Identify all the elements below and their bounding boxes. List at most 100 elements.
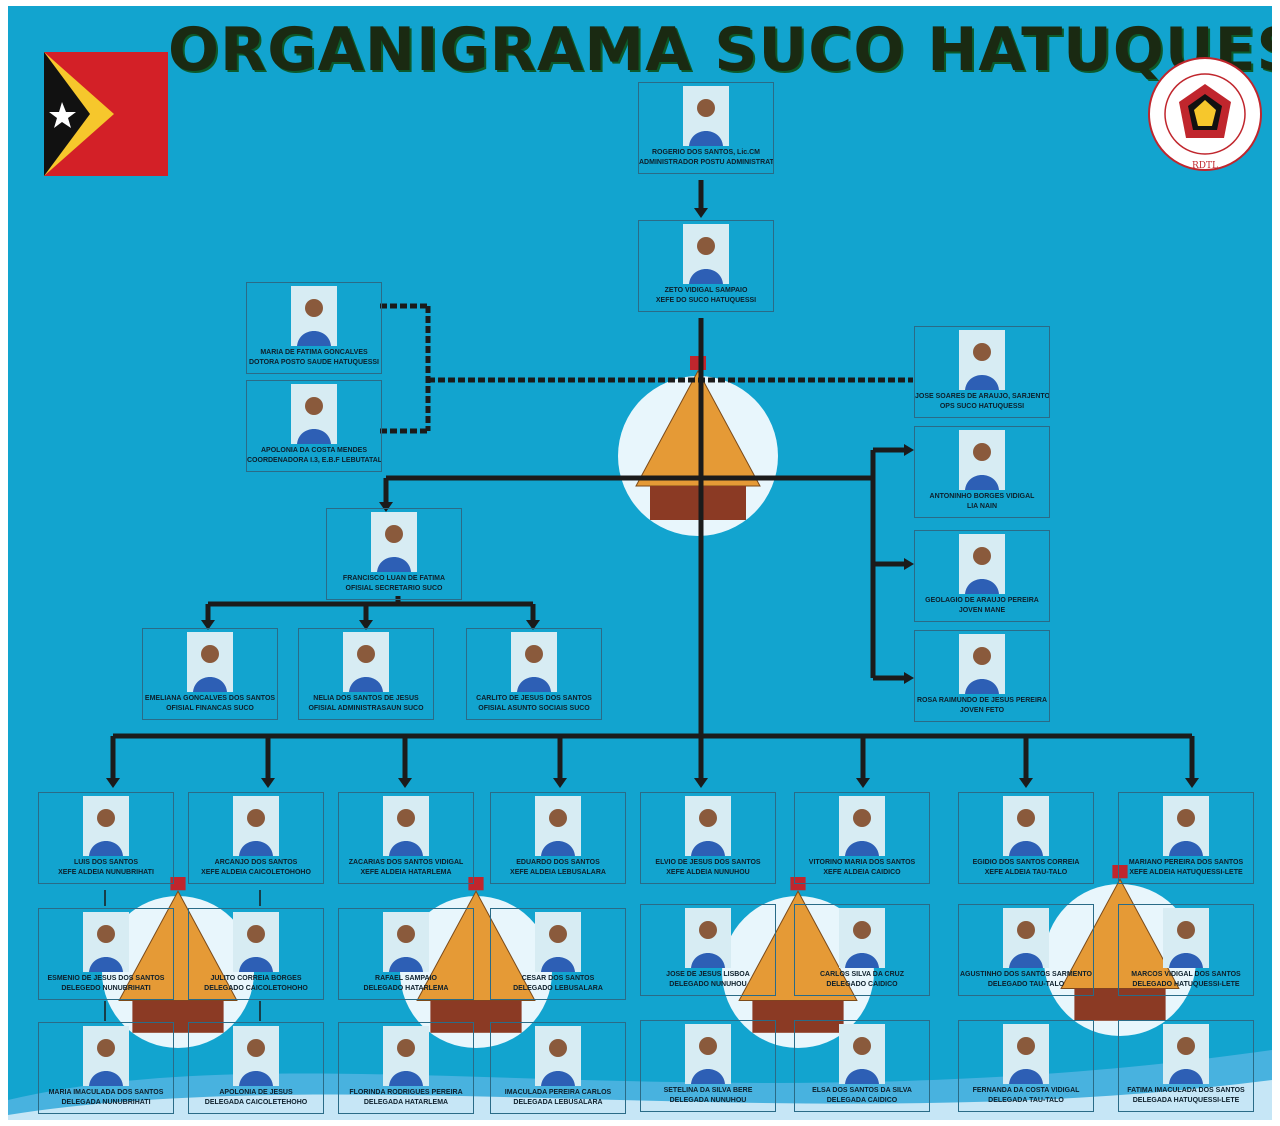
person-icon	[343, 632, 389, 692]
portrait-photo	[535, 1026, 581, 1086]
member-name: MARIA DE FATIMA GONCALVES	[260, 349, 368, 356]
person-icon	[383, 1026, 429, 1086]
person-icon	[1163, 908, 1209, 968]
portrait-photo	[839, 908, 885, 968]
person-icon	[383, 796, 429, 856]
member-role: DELEGADA TAU-TALO	[988, 1097, 1064, 1104]
member-role: DELEGADO TAU-TALO	[987, 981, 1065, 988]
member-name: MARCOS VIDIGAL DOS SANTOS	[1131, 971, 1241, 978]
member-name: FLORINDA RODRIGUES PEREIRA	[349, 1089, 463, 1096]
portrait-photo	[959, 430, 1005, 490]
person-icon	[839, 908, 885, 968]
member-name: MARIA IMACULADA DOS SANTOS	[48, 1089, 164, 1096]
person-icon	[1163, 1024, 1209, 1084]
member-name: ROSA RAIMUNDO DE JESUS PEREIRA	[916, 697, 1048, 704]
person-icon	[535, 912, 581, 972]
traditional-house-icon	[102, 877, 254, 1048]
person-icon	[683, 86, 729, 146]
portrait-photo	[959, 534, 1005, 594]
person-icon	[187, 632, 233, 692]
member-name: LUIS DOS SANTOS	[73, 859, 139, 866]
member-role: COORDENADORA I.3, E.B.F LEBUTATALELO	[247, 457, 381, 464]
member-role: DELEGADA CAIDICO	[826, 1097, 898, 1104]
person-icon	[959, 634, 1005, 694]
member-name: RAFAEL SAMPAIO	[375, 975, 437, 982]
member-role: DOTORA POSTO SAUDE HATUQUESSI	[248, 359, 380, 366]
member-name: ANTONINHO BORGES VIDIGAL	[929, 493, 1035, 500]
member-role: DELEGADA LEBUSALARA	[513, 1099, 603, 1106]
member-role: XEFE ALDEIA NUNUBRIHATI	[58, 869, 154, 876]
traditional-house-icon	[1044, 865, 1196, 1036]
person-icon	[371, 512, 417, 572]
person-icon	[291, 286, 337, 346]
portrait-photo	[511, 632, 557, 692]
portrait-photo	[959, 634, 1005, 694]
portrait-photo	[685, 796, 731, 856]
member-role: DELEGADO HATUQUESSI-LETE	[1132, 981, 1240, 988]
page-title: ORGANIGRAMA SUCO HATUQUESSI	[168, 15, 1272, 85]
person-icon	[535, 796, 581, 856]
person-icon	[1003, 1024, 1049, 1084]
portrait-photo	[383, 1026, 429, 1086]
member-role: DELEGEDO NUNUBRIHATI	[61, 985, 151, 992]
portrait-photo	[1163, 908, 1209, 968]
member-role: OFISIAL SECRETARIO SUCO	[345, 585, 443, 592]
portrait-photo	[1003, 796, 1049, 856]
member-card-delegado-nunuhou: JOSE DE JESUS LISBOA DELEGADO NUNUHOU	[640, 904, 776, 996]
member-name: ROGERIO DOS SANTOS, Lic.CM	[652, 149, 760, 156]
member-role: DELEGADO LEBUSALARA	[513, 985, 603, 992]
portrait-photo	[83, 1026, 129, 1086]
member-card-delegado-hatuquessi-lete: MARCOS VIDIGAL DOS SANTOS DELEGADO HATUQU…	[1118, 904, 1254, 996]
member-name: IMACULADA PEREIRA CARLOS	[504, 1089, 612, 1096]
member-name: NELIA DOS SANTOS DE JESUS	[313, 695, 419, 702]
person-icon	[1003, 908, 1049, 968]
person-icon	[959, 534, 1005, 594]
member-name: AGUSTINHO DOS SANTOS SARMENTO	[960, 971, 1092, 978]
member-role: DELEGADO NUNUHOU	[669, 981, 747, 988]
person-icon	[685, 908, 731, 968]
member-name: CESAR DOS SANTOS	[521, 975, 595, 982]
member-role: DELEGADA HATUQUESSI-LETE	[1132, 1097, 1240, 1104]
member-role: JOVEN MANE	[958, 607, 1006, 614]
timor-leste-flag-icon	[44, 52, 168, 176]
person-icon	[1163, 796, 1209, 856]
person-icon	[959, 430, 1005, 490]
member-role: XEFE ALDEIA CAIDICO	[823, 869, 901, 876]
member-role: OFISIAL ASUNTO SOCIAIS SUCO	[478, 705, 590, 712]
portrait-photo	[233, 1026, 279, 1086]
person-icon	[83, 912, 129, 972]
person-icon	[383, 912, 429, 972]
member-role: DELEGADO CAIDICO	[826, 981, 898, 988]
portrait-photo	[535, 912, 581, 972]
portrait-photo	[1163, 796, 1209, 856]
member-name: EGIDIO DOS SANTOS CORREIA	[972, 859, 1080, 866]
member-name: ARCANJO DOS SANTOS	[214, 859, 298, 866]
person-icon	[535, 1026, 581, 1086]
portrait-photo	[233, 796, 279, 856]
portrait-photo	[383, 796, 429, 856]
person-icon	[233, 912, 279, 972]
portrait-photo	[685, 908, 731, 968]
member-role: XEFE ALDEIA NUNUHOU	[666, 869, 750, 876]
member-name: ZETO VIDIGAL SAMPAIO	[664, 287, 748, 294]
portrait-photo	[83, 912, 129, 972]
portrait-photo	[343, 632, 389, 692]
member-name: JOSE DE JESUS LISBOA	[666, 971, 750, 978]
member-role: JOVEN FETO	[959, 707, 1005, 714]
connector-lines	[102, 180, 1199, 1048]
member-role: XEFE ALDEIA TAU-TALO	[984, 869, 1068, 876]
person-icon	[1003, 796, 1049, 856]
portrait-photo	[683, 224, 729, 284]
